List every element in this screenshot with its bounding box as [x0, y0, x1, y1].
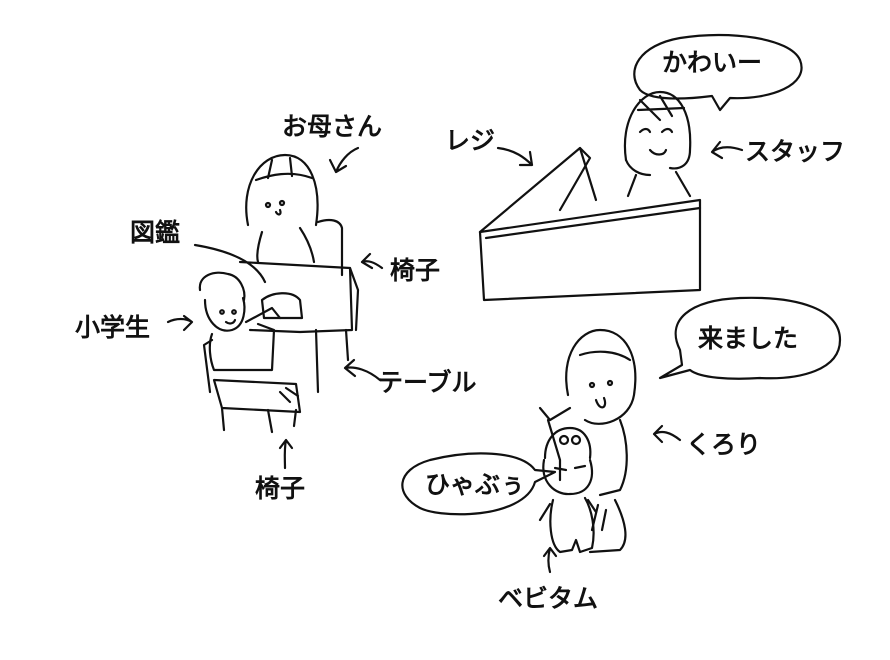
label-arrows	[166, 140, 744, 574]
table-figure	[193, 243, 360, 394]
staff-figure	[623, 90, 692, 198]
kurori-speech-text: 来ました	[698, 324, 799, 353]
label-staff: スタッフ	[745, 137, 846, 166]
label-schoolkid: 小学生	[75, 313, 151, 342]
label-kurori: くろり	[686, 430, 762, 459]
register-figure	[478, 146, 702, 302]
mother-figure	[245, 153, 344, 277]
bebitamu-figure	[538, 426, 598, 554]
kurori-figure	[538, 328, 637, 554]
label-table: テーブル	[378, 368, 477, 397]
schoolkid-figure	[198, 271, 302, 434]
speech-bubbles	[401, 33, 842, 516]
label-chair-right: 椅子	[390, 256, 441, 285]
label-register: レジ	[445, 126, 496, 155]
label-chair-bottom: 椅子	[255, 474, 306, 503]
label-picture-book: 図鑑	[130, 218, 181, 247]
label-mother: お母さん	[282, 112, 383, 141]
staff-speech-text: かわいー	[662, 48, 763, 77]
bebitamu-speech-text: ひゃぶぅ	[425, 470, 526, 499]
label-bebitamu: ベビタム	[498, 584, 599, 613]
